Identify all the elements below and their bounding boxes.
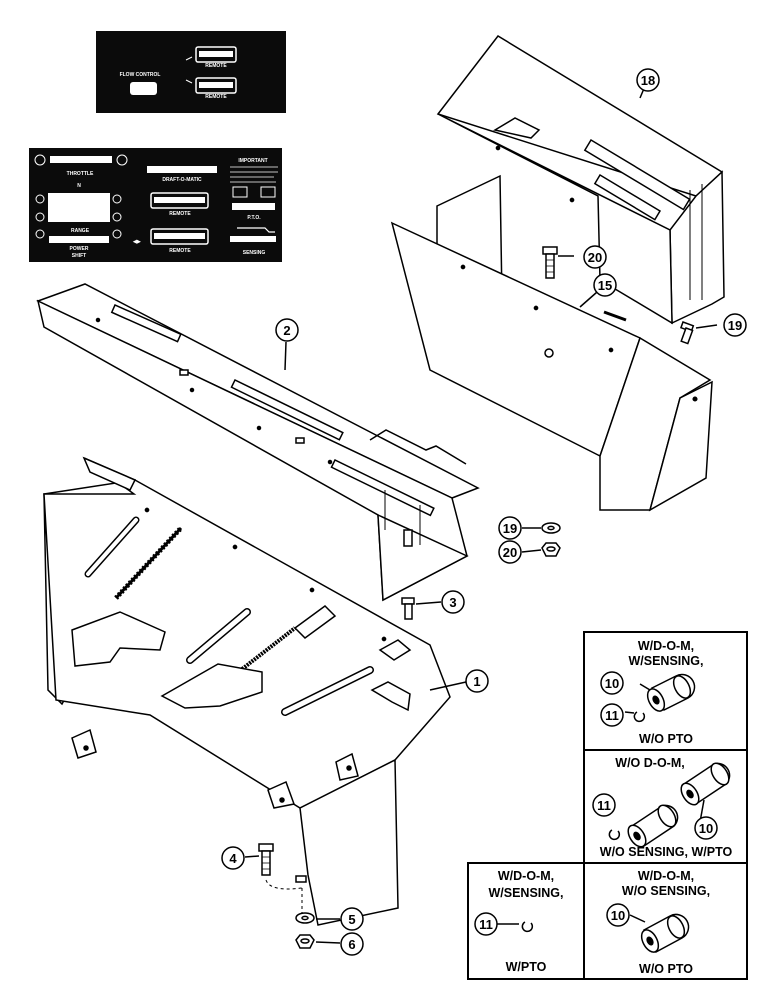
part-16-upper-cover xyxy=(436,35,725,325)
box-b-footer: W/O SENSING, W/PTO xyxy=(600,845,733,859)
decal-power-label: POWER xyxy=(70,246,89,252)
callout-4: 4 xyxy=(221,846,245,870)
callout-17: 19 xyxy=(723,313,747,337)
decal-sensing-label: SENSING xyxy=(243,250,266,256)
svg-text:15: 15 xyxy=(598,278,612,293)
bolt-4-leader xyxy=(265,879,303,890)
svg-text:20: 20 xyxy=(588,250,602,265)
box-b-callout-10: 10 xyxy=(699,821,713,836)
svg-text:6: 6 xyxy=(348,937,355,952)
decal-remote-bottom-label: REMOTE xyxy=(205,94,227,100)
svg-text:19: 19 xyxy=(728,318,742,333)
box-c-callout-10: 10 xyxy=(611,908,625,923)
box-a-footer: W/O PTO xyxy=(639,732,693,746)
part-1-main-housing xyxy=(43,456,451,926)
box-d-line2: W/SENSING, xyxy=(488,886,563,900)
nut-20 xyxy=(541,542,561,557)
box-c-line2: W/O SENSING, xyxy=(622,884,710,898)
callout-15: 15 xyxy=(593,273,617,297)
variant-box-c: W/D-O-M, W/O SENSING, W/O PTO 10 xyxy=(606,869,710,976)
svg-text:20: 20 xyxy=(503,545,517,560)
svg-text:5: 5 xyxy=(348,912,355,927)
decal-shift-label: SHIFT xyxy=(72,253,86,259)
box-d-callout-11: 11 xyxy=(479,917,493,932)
svg-text:◀▶: ◀▶ xyxy=(132,239,142,245)
nut-6 xyxy=(295,934,315,949)
callout-3: 3 xyxy=(441,590,465,614)
bolt-3 xyxy=(401,597,415,620)
svg-text:3: 3 xyxy=(449,595,456,610)
variant-box-d: W/D-O-M, W/SENSING, W/PTO 11 xyxy=(474,869,564,974)
box-b-line1: W/O D-O-M, xyxy=(615,756,684,770)
decal-draft-o-matic-label: DRAFT-O-MATIC xyxy=(162,177,202,183)
washer-5 xyxy=(295,912,315,924)
decal-important-label: IMPORTANT xyxy=(238,158,267,164)
svg-text:18: 18 xyxy=(641,73,655,88)
callout-6: 6 xyxy=(340,932,364,956)
small-decal: REMOTE REMOTE FLOW CONTROL xyxy=(96,31,286,113)
variant-box-a: W/D-O-M, W/SENSING, W/O PTO 10 11 xyxy=(600,639,704,746)
decal-flow-control-label: FLOW CONTROL xyxy=(120,72,161,78)
box-a-callout-11: 11 xyxy=(605,708,619,723)
callout-19: 19 xyxy=(498,516,522,540)
variant-boxes-frame xyxy=(467,631,748,980)
part-2-console-plate xyxy=(36,283,480,602)
decal-remote-2-label: REMOTE xyxy=(169,248,191,254)
callout-1: 1 xyxy=(465,669,489,693)
variant-box-b: W/O D-O-M, W/O SENSING, W/PTO 11 10 xyxy=(592,756,733,859)
decal-range-label: RANGE xyxy=(71,228,90,234)
box-d-line1: W/D-O-M, xyxy=(498,869,554,883)
decal-pto-label: P.T.O. xyxy=(247,215,261,221)
box-b-callout-11: 11 xyxy=(597,798,611,813)
box-a-callout-10: 10 xyxy=(605,676,619,691)
callout-2: 2 xyxy=(275,318,299,342)
box-c-footer: W/O PTO xyxy=(639,962,693,976)
bolt-4 xyxy=(258,843,274,876)
decal-remote-1-label: REMOTE xyxy=(169,211,191,217)
box-c-line1: W/D-O-M, xyxy=(638,869,694,883)
box-a-line2: W/SENSING, xyxy=(628,654,703,668)
callout-18: 20 xyxy=(583,245,607,269)
svg-text:4: 4 xyxy=(229,851,237,866)
box-a-line1: W/D-O-M, xyxy=(638,639,694,653)
decal-remote-top-label: REMOTE xyxy=(205,63,227,69)
svg-text:1: 1 xyxy=(473,674,480,689)
lock-washer-19 xyxy=(541,522,561,534)
decal-throttle-label: THROTTLE xyxy=(67,171,94,177)
svg-text:19: 19 xyxy=(503,521,517,536)
decal-n-label: N xyxy=(77,183,81,189)
bolt-17 xyxy=(679,321,695,345)
box-d-footer: W/PTO xyxy=(506,960,547,974)
callout-16: 18 xyxy=(636,68,660,92)
callout-5: 5 xyxy=(340,907,364,931)
bolt-18 xyxy=(542,246,558,279)
callout-20: 20 xyxy=(498,540,522,564)
large-decal: THROTTLE N RANGE POWER SHIFT ◀▶ DRAFT-O-… xyxy=(29,148,282,262)
part-15-bracket xyxy=(390,174,713,512)
svg-text:2: 2 xyxy=(283,323,290,338)
